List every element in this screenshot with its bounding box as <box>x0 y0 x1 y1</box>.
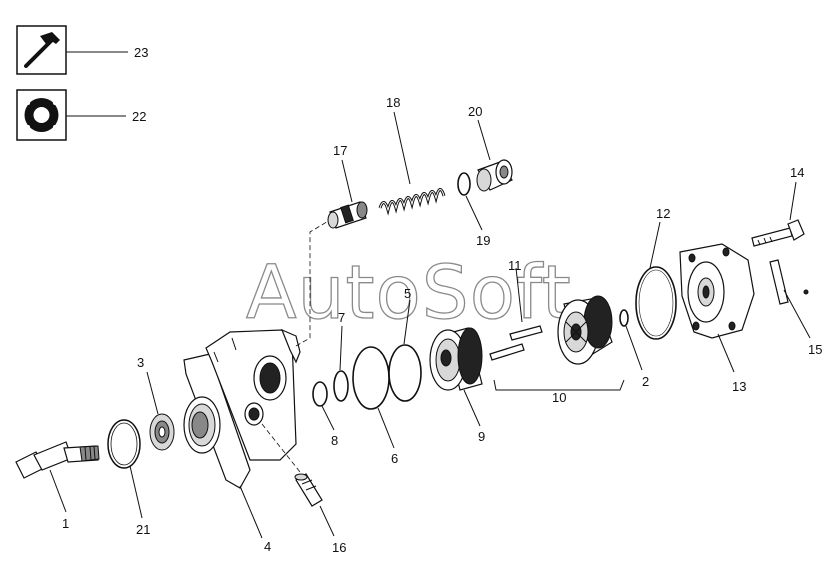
part-19-o-ring: 19 <box>457 172 490 248</box>
part-12-o-ring: 12 <box>635 206 677 340</box>
callout-14: 14 <box>790 165 804 180</box>
callout-9: 9 <box>478 429 485 444</box>
part-13-cover: 13 <box>679 243 755 394</box>
gasket-ring-icon <box>24 98 59 132</box>
callout-13: 13 <box>732 379 746 394</box>
callout-22: 22 <box>132 109 146 124</box>
callout-23: 23 <box>134 45 148 60</box>
part-3-seal: 3 <box>137 355 175 451</box>
callout-5: 5 <box>404 286 411 301</box>
part-20-plug: 20 <box>468 104 513 192</box>
part-14-bolt: 14 <box>751 165 805 247</box>
callout-20: 20 <box>468 104 482 119</box>
callout-2: 2 <box>642 374 649 389</box>
callout-12: 12 <box>656 206 670 221</box>
callout-17: 17 <box>333 143 347 158</box>
part-16-fitting: 16 <box>294 473 346 555</box>
callout-7: 7 <box>338 310 345 325</box>
part-10-rotor-set: 10 <box>493 295 625 405</box>
legend-gasket: 22 <box>16 89 146 141</box>
part-5-o-ring: 5 <box>388 286 422 402</box>
part-11-pins: 11 <box>489 258 543 361</box>
part-4-housing: 4 <box>183 328 301 554</box>
part-18-spring: 18 <box>378 95 446 216</box>
legend-hammer: 23 <box>16 25 148 75</box>
callout-19: 19 <box>476 233 490 248</box>
callout-8: 8 <box>331 433 338 448</box>
part-9-plate: 9 <box>429 327 485 444</box>
callout-3: 3 <box>137 355 144 370</box>
callout-1: 1 <box>62 516 69 531</box>
part-6-o-ring: 6 <box>352 346 398 466</box>
part-21-o-ring: 21 <box>107 419 150 537</box>
part-17-valve: 17 <box>327 143 368 229</box>
part-8-ring: 8 <box>312 381 338 448</box>
part-2-ring: 2 <box>619 309 649 389</box>
callout-11: 11 <box>508 258 522 273</box>
part-15-plate: 15 <box>769 259 822 357</box>
callout-16: 16 <box>332 540 346 555</box>
hammer-icon <box>24 32 60 68</box>
assembly-lines <box>261 219 331 473</box>
callout-18: 18 <box>386 95 400 110</box>
callout-6: 6 <box>391 451 398 466</box>
callout-21: 21 <box>136 522 150 537</box>
part-7-ring: 7 <box>333 310 349 402</box>
callout-10: 10 <box>552 390 566 405</box>
callout-4: 4 <box>264 539 271 554</box>
watermark: AutoSoft <box>246 250 572 336</box>
part-1-shaft: 1 <box>15 441 100 531</box>
callout-15: 15 <box>808 342 822 357</box>
